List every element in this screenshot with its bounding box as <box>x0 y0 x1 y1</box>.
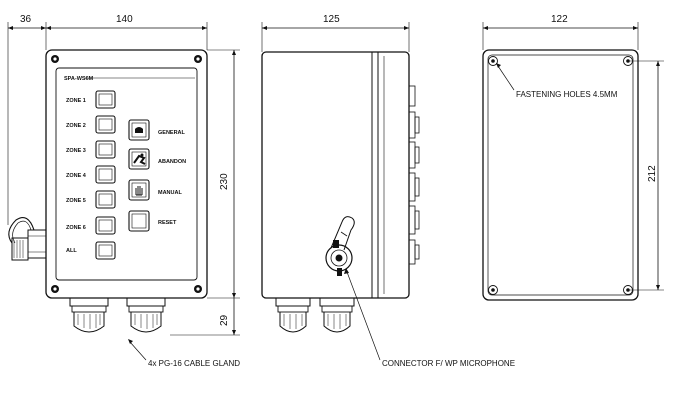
fastening-holes-label: FASTENING HOLES 4.5MM <box>516 90 618 99</box>
dimension-36-label: 36 <box>20 14 32 25</box>
front-screw-bottom-right <box>194 285 202 293</box>
dimension-230-label: 230 <box>219 173 230 190</box>
front-screw-top-left <box>51 55 59 63</box>
fastening-hole-bottom-left <box>488 285 498 295</box>
cable-gland-side-2 <box>319 297 355 333</box>
microphone-connector <box>325 216 355 276</box>
side-connector <box>8 217 47 261</box>
zone-label-2: ZONE 2 <box>66 123 86 129</box>
abandon-label: ABANDON <box>158 159 186 165</box>
front-inner-frame <box>55 67 198 281</box>
cable-gland-front-1 <box>69 297 109 333</box>
manual-button[interactable] <box>128 179 150 201</box>
reset-label: RESET <box>158 220 177 226</box>
front-screw-bottom-left <box>51 285 59 293</box>
cable-gland-callout: 4x PG-16 CABLE GLAND <box>128 339 240 368</box>
abandon-button[interactable] <box>128 148 150 170</box>
dimension-140-label: 140 <box>116 14 133 25</box>
connector-label: CONNECTOR F/ WP MICROPHONE <box>382 359 515 368</box>
dimension-212-label: 212 <box>647 165 658 182</box>
side-view <box>261 51 420 333</box>
front-view: SPA-WS6M ZONE 1 ZONE 2 ZONE 3 ZONE 4 ZON… <box>8 49 208 333</box>
cable-gland-front-2 <box>126 297 166 333</box>
back-inner-frame <box>487 54 634 296</box>
running-person-icon <box>133 153 146 165</box>
zone-label-1: ZONE 1 <box>66 98 86 104</box>
reset-button[interactable] <box>128 210 150 232</box>
dimension-36: 36 <box>7 14 47 225</box>
dimension-122: 122 <box>482 14 639 50</box>
dimension-212: 212 <box>630 60 664 291</box>
zone-label-4: ZONE 4 <box>66 173 87 179</box>
side-buttons <box>408 85 420 265</box>
zone-button-5[interactable] <box>95 190 116 209</box>
connector-callout: CONNECTOR F/ WP MICROPHONE <box>344 268 515 368</box>
dimension-230: 230 <box>207 49 240 299</box>
dimension-125-label: 125 <box>323 14 340 25</box>
dimension-29-label: 29 <box>219 314 230 326</box>
general-button[interactable] <box>128 119 150 141</box>
front-screw-top-right <box>194 55 202 63</box>
back-enclosure <box>482 49 639 301</box>
cable-gland-label: 4x PG-16 CABLE GLAND <box>148 359 240 368</box>
dimension-122-label: 122 <box>551 14 568 25</box>
zone-button-3[interactable] <box>95 140 116 159</box>
zone-button-6[interactable] <box>95 216 116 235</box>
zone-button-1[interactable] <box>95 90 116 109</box>
panel-model-label: SPA-WS6M <box>64 76 94 82</box>
side-enclosure <box>261 51 410 299</box>
cable-gland-side-1 <box>275 297 311 333</box>
zone-button-4[interactable] <box>95 165 116 184</box>
general-label: GENERAL <box>158 130 186 136</box>
hand-icon <box>135 186 143 196</box>
dimension-140: 140 <box>46 14 208 50</box>
zone-label-all: ALL <box>66 248 77 254</box>
zone-label-3: ZONE 3 <box>66 148 86 154</box>
zone-label-6: ZONE 6 <box>66 225 86 231</box>
fastening-hole-top-left <box>488 56 498 66</box>
dimension-29: 29 <box>170 298 240 336</box>
manual-label: MANUAL <box>158 190 182 196</box>
dimension-125: 125 <box>261 14 410 52</box>
bell-icon <box>135 127 143 133</box>
zone-label-5: ZONE 5 <box>66 198 86 204</box>
zone-button-2[interactable] <box>95 115 116 134</box>
zone-button-all[interactable] <box>95 241 116 260</box>
back-view: FASTENING HOLES 4.5MM <box>482 49 639 301</box>
